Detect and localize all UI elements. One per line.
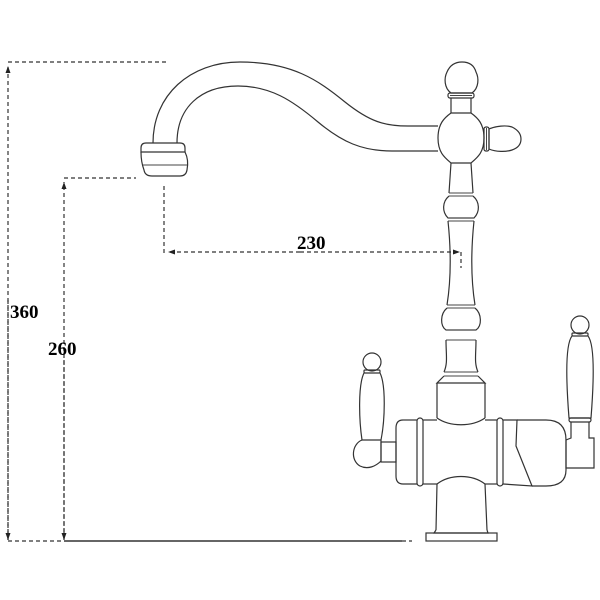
base-plate — [425, 532, 498, 542]
left-handle-lever — [359, 372, 385, 441]
aerator-top — [146, 142, 186, 152]
spout-height-dimension: 260 — [48, 177, 136, 540]
total-height-label: 360 — [10, 302, 39, 323]
right-handle-ring — [568, 417, 592, 423]
body-upper-saddle — [436, 417, 486, 426]
top-finial — [444, 61, 479, 94]
spout — [140, 61, 438, 177]
finial-collar — [447, 92, 475, 99]
lower-bead — [441, 307, 481, 331]
left-ring — [416, 417, 424, 487]
right-handle-lever — [566, 335, 594, 419]
total-height-dimension: 360 — [5, 61, 168, 540]
left-handle-ball — [362, 352, 382, 372]
spout-reach-dimension: 230 — [163, 186, 462, 268]
left-handle — [352, 352, 397, 469]
upper-bead — [443, 195, 479, 219]
left-handle-stem — [380, 441, 397, 463]
right-handle-collar — [571, 332, 589, 337]
right-ring — [496, 417, 504, 487]
body-lower-saddle — [436, 475, 486, 485]
right-handle-ball — [570, 315, 590, 335]
spout-reach-label: 230 — [297, 233, 326, 254]
faucet-body — [395, 417, 567, 487]
faucet-base — [425, 483, 498, 542]
spout-height-label: 260 — [48, 339, 77, 360]
left-handle-collar — [363, 369, 381, 374]
right-handle-stem — [565, 422, 595, 469]
hub-sphere — [437, 112, 485, 164]
aerator-body — [140, 151, 189, 177]
faucet-column — [435, 162, 487, 418]
right-handle — [565, 315, 595, 469]
side-knob — [488, 125, 522, 152]
faucet-hub — [437, 61, 522, 164]
